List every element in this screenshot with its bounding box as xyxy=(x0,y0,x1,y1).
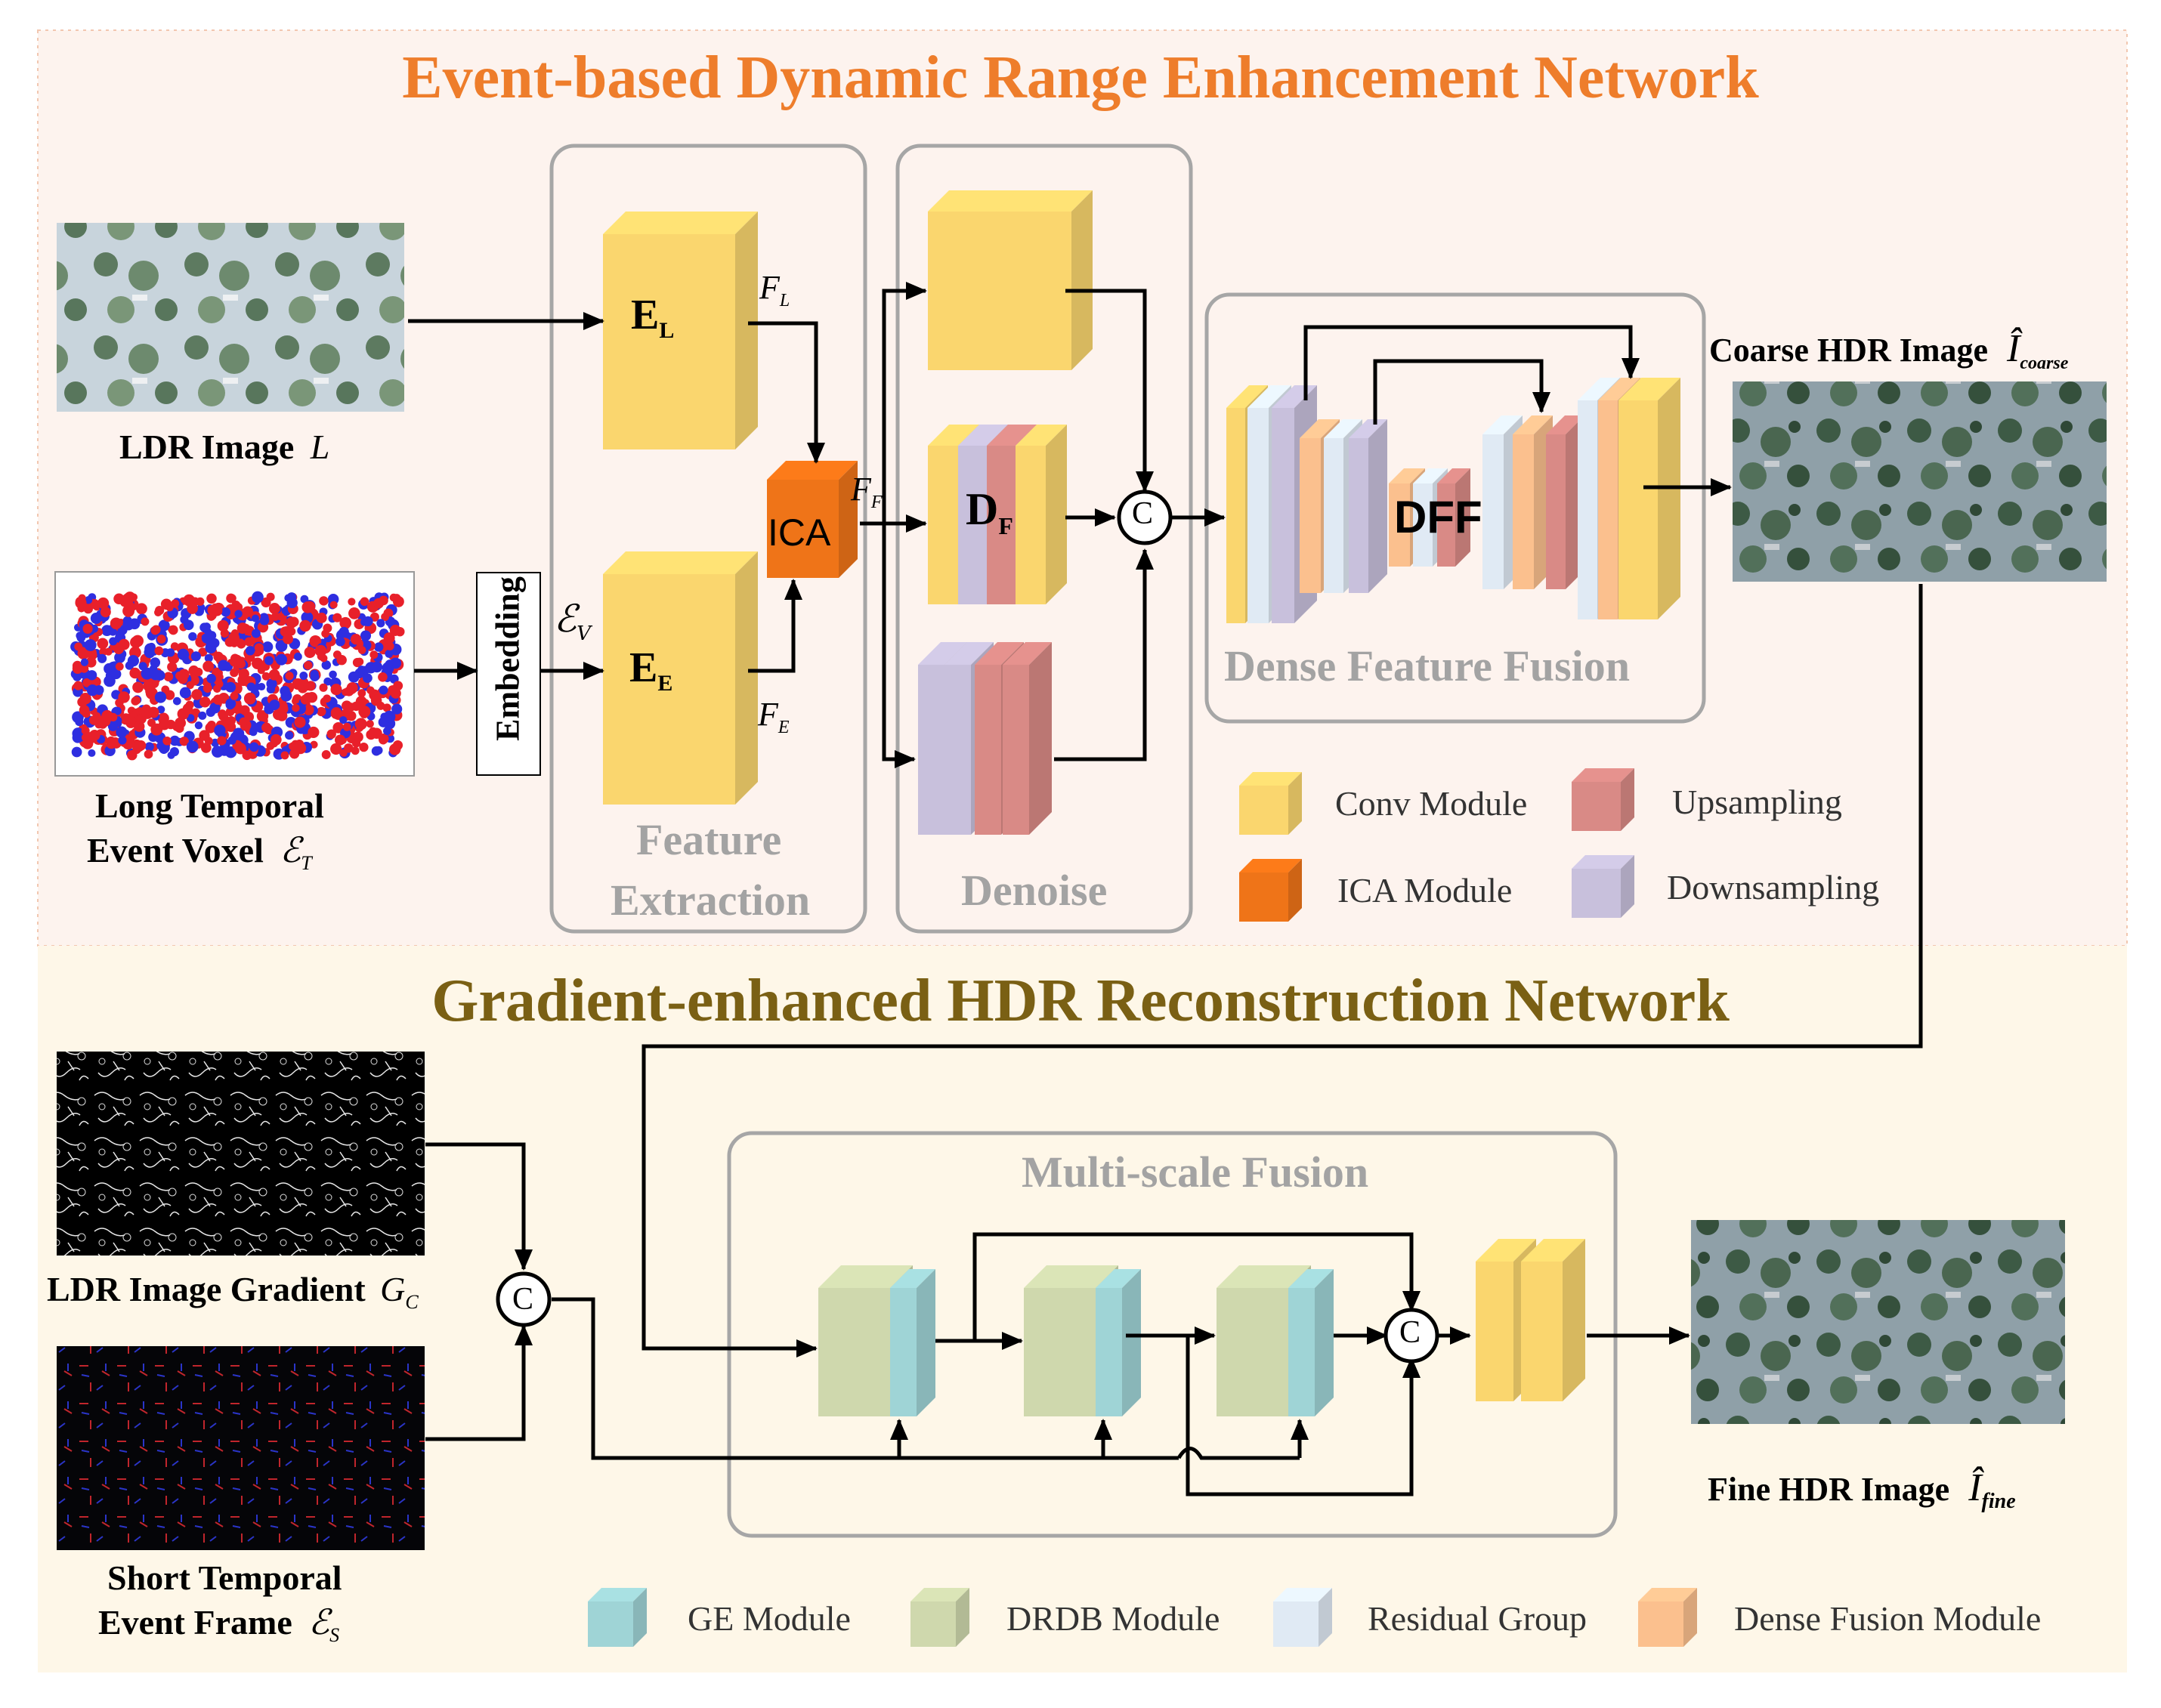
skip-ms2-to-c xyxy=(1186,1336,1421,1496)
ldr-image-label: LDR Image L xyxy=(119,428,330,466)
concat-1-label: C xyxy=(1132,496,1154,531)
line-c-to-ge xyxy=(552,1297,1179,1460)
concat-node-3 xyxy=(1383,1308,1439,1364)
fine-hdr-image xyxy=(1691,1220,2065,1424)
event-voxel-image xyxy=(54,571,415,777)
encoder-l-label: EL xyxy=(631,292,675,344)
legend-ica-swatch xyxy=(1239,859,1302,922)
ldr-image xyxy=(57,223,404,412)
encoder-e-label: EE xyxy=(629,644,673,696)
ica-label: ICA xyxy=(768,511,831,554)
legend-upsampling-label: Upsampling xyxy=(1672,783,1842,821)
dff-layer xyxy=(1618,378,1680,619)
denoise-up-layer xyxy=(1003,642,1052,835)
multi-scale-fusion-label: Multi-scale Fusion xyxy=(1022,1147,1369,1197)
legend-conv-swatch xyxy=(1239,772,1302,835)
ge-block xyxy=(890,1269,935,1416)
dff-label: DFF xyxy=(1394,492,1482,542)
skip-ms1-to-c xyxy=(972,1232,1421,1341)
denoise-label: Denoise xyxy=(961,866,1108,915)
legend-downsampling-swatch xyxy=(1572,855,1634,918)
feature-e-label: FE xyxy=(758,696,790,737)
title-top: Event-based Dynamic Range Enhancement Ne… xyxy=(402,45,1759,111)
arrow-ica-to-denoise3 xyxy=(882,524,916,768)
arrow-ica-to-denoise1 xyxy=(882,282,927,524)
ge-block xyxy=(1288,1269,1334,1416)
feature-extraction-box xyxy=(549,144,867,934)
legend-drdb-label: DRDB Module xyxy=(1006,1599,1220,1638)
event-voxel-label-2: Event Voxel ℰT xyxy=(87,829,312,875)
arrow-fe-to-ica xyxy=(748,579,802,673)
arrow-frame-to-c xyxy=(425,1324,533,1441)
legend-drdb-swatch xyxy=(910,1588,969,1647)
feature-extraction-label-1: Feature xyxy=(636,815,782,864)
event-frame-label-2: Event Frame ℰS xyxy=(98,1601,340,1647)
legend-ge-label: GE Module xyxy=(688,1599,851,1638)
legend-dense-fusion-swatch xyxy=(1638,1588,1697,1647)
concat-2-label: C xyxy=(512,1282,534,1317)
denoise-f-layer xyxy=(1016,425,1067,604)
dff-layer xyxy=(1437,468,1470,567)
coarse-hdr-label: Coarse HDR Image Îcoarse xyxy=(1709,327,2069,373)
line-denoise1-to-c xyxy=(1065,289,1154,493)
event-voxel-label-1: Long Temporal xyxy=(95,786,324,825)
feature-f-label: FF xyxy=(851,471,883,512)
arrow-grad-to-c xyxy=(425,1142,533,1271)
feature-extraction-label-2: Extraction xyxy=(611,876,811,925)
line-c-hop xyxy=(1176,1447,1300,1460)
legend-ge-swatch xyxy=(588,1588,647,1647)
event-frame-label-1: Short Temporal xyxy=(107,1558,342,1597)
dense-feature-fusion-label: Dense Feature Fusion xyxy=(1224,641,1631,690)
legend-dense-fusion-label: Dense Fusion Module xyxy=(1734,1599,2042,1638)
ica-block xyxy=(767,461,858,578)
legend-residual-swatch xyxy=(1273,1588,1332,1647)
ldr-gradient-label: LDR Image Gradient GC xyxy=(47,1270,419,1314)
encoder-e-layer xyxy=(694,551,758,805)
legend-conv-label: Conv Module xyxy=(1335,784,1528,823)
encoder-l-layer xyxy=(694,212,758,449)
coarse-hdr-image xyxy=(1733,381,2107,582)
line-coarse-to-msf xyxy=(641,584,1923,1357)
concat-node-1 xyxy=(1117,490,1173,545)
denoise-box xyxy=(895,144,1193,934)
fine-hdr-label: Fine HDR Image Îfine xyxy=(1708,1466,2016,1513)
title-bottom: Gradient-enhanced HDR Reconstruction Net… xyxy=(431,968,1730,1034)
denoise-conv-layer xyxy=(1030,190,1093,370)
legend-residual-label: Residual Group xyxy=(1368,1599,1588,1638)
dff-layer xyxy=(1349,419,1387,593)
line-denoise3-to-c xyxy=(1054,548,1154,761)
arrow-fl-to-ica xyxy=(748,321,825,464)
concat-3-label: C xyxy=(1399,1315,1421,1350)
legend-downsampling-label: Downsampling xyxy=(1667,868,1880,907)
feature-l-label: FL xyxy=(759,269,790,310)
legend-upsampling-swatch xyxy=(1572,768,1634,831)
ldr-gradient-image xyxy=(57,1052,425,1256)
ge-block xyxy=(1096,1269,1141,1416)
skip-dff-inner xyxy=(1373,359,1550,425)
skip-dff-outer xyxy=(1303,325,1640,400)
embedding-label: Embedding xyxy=(489,576,527,741)
dense-feature-fusion-box xyxy=(1204,292,1706,724)
denoise-f-label: DF xyxy=(966,484,1013,539)
event-frame-image xyxy=(57,1346,425,1550)
concat-node-2 xyxy=(496,1271,552,1327)
legend-ica-label: ICA Module xyxy=(1337,871,1513,910)
final-conv-layer xyxy=(1521,1239,1585,1401)
ev-label: ℰV xyxy=(554,597,592,645)
